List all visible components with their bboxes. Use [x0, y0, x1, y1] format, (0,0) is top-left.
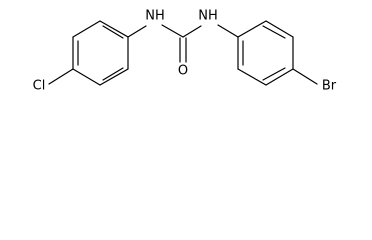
bromine-bond: [292, 68, 318, 85]
ring-bond: [237, 20, 267, 38]
ring-bond: [99, 20, 129, 38]
chlorophenyl-ring: [72, 20, 129, 86]
ring-bond: [72, 68, 101, 86]
ring-double-bond: [102, 67, 124, 81]
nitrogen-aryl-bond: [217, 24, 239, 38]
chlorine-label: Cl: [33, 79, 46, 94]
ring-double-bond: [262, 67, 286, 81]
nitrogen-carbonyl-bond: [161, 24, 184, 38]
ring-double-bond: [102, 25, 124, 39]
chemical-structure-diagram: Cl NH O NH Br: [33, 9, 337, 94]
oxygen-label: O: [178, 64, 188, 79]
carbonyl-nitrogen-bond: [182, 25, 202, 38]
nh-left-label: NH: [145, 9, 165, 24]
chlorine-bond: [48, 68, 74, 85]
ring-bond: [99, 68, 129, 86]
ring-bond: [72, 20, 101, 38]
ring-double-bond: [262, 25, 286, 39]
ring-bond: [265, 68, 294, 86]
bromine-label: Br: [322, 79, 337, 94]
ring-bond: [237, 68, 267, 86]
bromophenyl-ring: [237, 20, 294, 86]
aryl-nitrogen-bond: [127, 25, 147, 38]
nh-right-label: NH: [198, 9, 218, 24]
ring-bond: [265, 20, 294, 38]
